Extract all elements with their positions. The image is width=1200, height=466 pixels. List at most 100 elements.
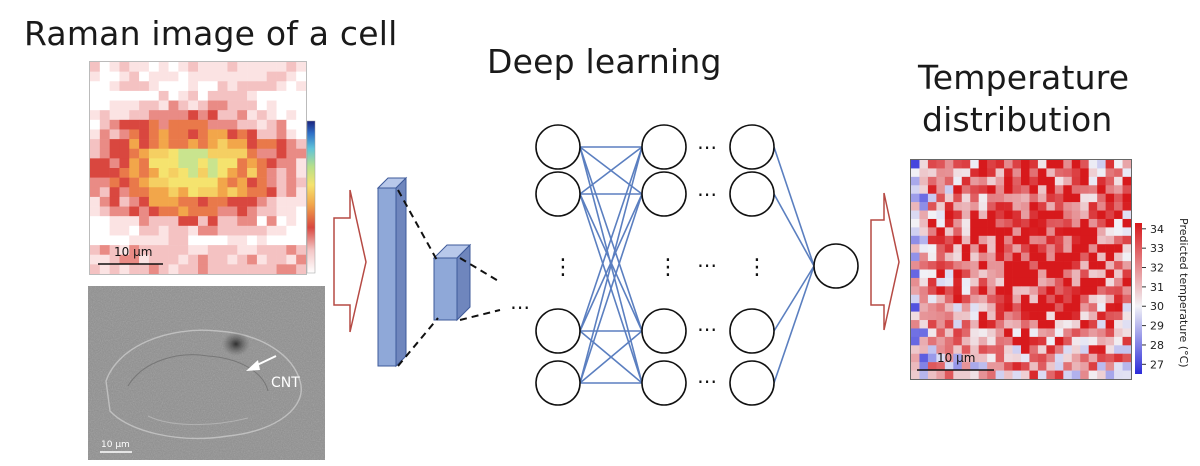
temperature-pixel [1037,320,1047,329]
temperature-pixel [1122,227,1131,237]
temperature-pixel [987,328,996,338]
raman-pixel [247,110,258,121]
conv-layer-2 [432,243,472,322]
temperature-pixel [944,160,954,169]
raman-pixel [129,100,140,111]
cell-micrograph: CNT 10 μm [88,286,325,460]
temperature-pixel [911,218,920,228]
raman-pixel [168,177,179,188]
raman-pixel [256,254,268,265]
raman-pixel [148,177,160,188]
temperature-pixel [1122,168,1131,178]
temperature-pixel [1071,185,1081,194]
raman-pixel [198,62,209,72]
temperature-pixel [970,160,979,169]
temperature-pixel [1029,362,1039,371]
temperature-pixel [1071,362,1081,371]
temperature-pixel [1105,303,1115,312]
temperature-pixel [1054,353,1064,363]
temperature-pixel [987,218,996,228]
temperature-pixel [1012,202,1022,211]
network-connections [579,146,815,384]
raman-pixel [247,158,258,169]
colorbar-tick-label: 28 [1150,339,1164,352]
temperature-pixel [1063,227,1073,237]
raman-pixel [276,139,287,150]
temperature-pixel [987,210,996,220]
temperature-pixel [1046,303,1056,312]
temperature-pixel [1122,185,1131,194]
temperature-pixel [1054,269,1064,279]
raman-pixel [247,235,258,246]
temperature-pixel [1021,345,1030,355]
raman-pixel [148,158,160,169]
temperature-pixel [927,218,937,228]
temperature-pixel [1054,244,1064,253]
raman-pixel [119,110,130,121]
temperature-pixel [927,202,937,211]
temperature-pixel [927,244,937,253]
raman-pixel [198,148,209,159]
temperature-pixel [1071,227,1081,237]
temperature-pixel [1114,362,1123,371]
temperature-pixel [987,362,996,371]
raman-pixel [99,206,110,217]
raman-pixel [286,90,297,101]
raman-pixel [266,100,277,111]
temperature-pixel [995,235,1005,245]
raman-pixel [109,216,120,227]
raman-pixel [276,119,287,130]
raman-pixel [168,110,179,121]
neuron-col1 [535,171,581,217]
raman-pixel [178,206,189,217]
temperature-pixel [995,311,1005,321]
temperature-pixel [1114,261,1123,270]
temperature-pixel [911,244,920,253]
temperature-pixel [936,353,946,363]
temperature-pixel [919,370,929,379]
temperature-pixel [1046,370,1056,379]
raman-pixel [276,216,287,227]
temperature-pixel [978,227,988,237]
temperature-pixel [1054,252,1064,262]
raman-pixel [148,90,160,101]
temperature-pixel [1080,168,1089,178]
temperature-pixel [1122,235,1131,245]
temperature-pixel [919,311,929,321]
raman-pixel [247,254,258,265]
temperature-pixel [1004,168,1013,178]
temperature-pixel [1063,303,1073,312]
temperature-pixel [944,294,954,304]
raman-pixel [188,168,199,178]
micrograph-scale-label: 10 μm [101,440,130,450]
temperature-pixel [1054,303,1064,312]
raman-pixel [129,206,140,217]
temperature-pixel [1088,362,1098,371]
temperature-pixel [936,328,946,338]
temperature-pixel [911,320,920,329]
raman-pixel [207,225,218,236]
raman-pixel [256,158,268,169]
temperature-pixel [978,294,988,304]
temperature-pixel [911,176,920,186]
temperature-pixel [1012,185,1022,194]
temperature-pixel [1080,370,1089,379]
raman-pixel [188,254,199,265]
raman-pixel [247,139,258,150]
input-vdots: ⋮ [552,255,574,280]
raman-pixel [129,62,140,72]
temperature-pixel [1080,235,1089,245]
temperature-pixel [953,353,963,363]
temperature-pixel [961,320,971,329]
temperature-pixel [1071,277,1081,287]
deep-learning-title: Deep learning [487,42,722,81]
raman-pixel [158,187,169,198]
temperature-pixel [1029,345,1039,355]
temperature-pixel [953,227,963,237]
raman-pixel [286,177,297,188]
temperature-pixel [944,320,954,329]
temperature-pixel [944,185,954,194]
raman-pixel [286,158,297,169]
raman-pixel [296,196,306,207]
